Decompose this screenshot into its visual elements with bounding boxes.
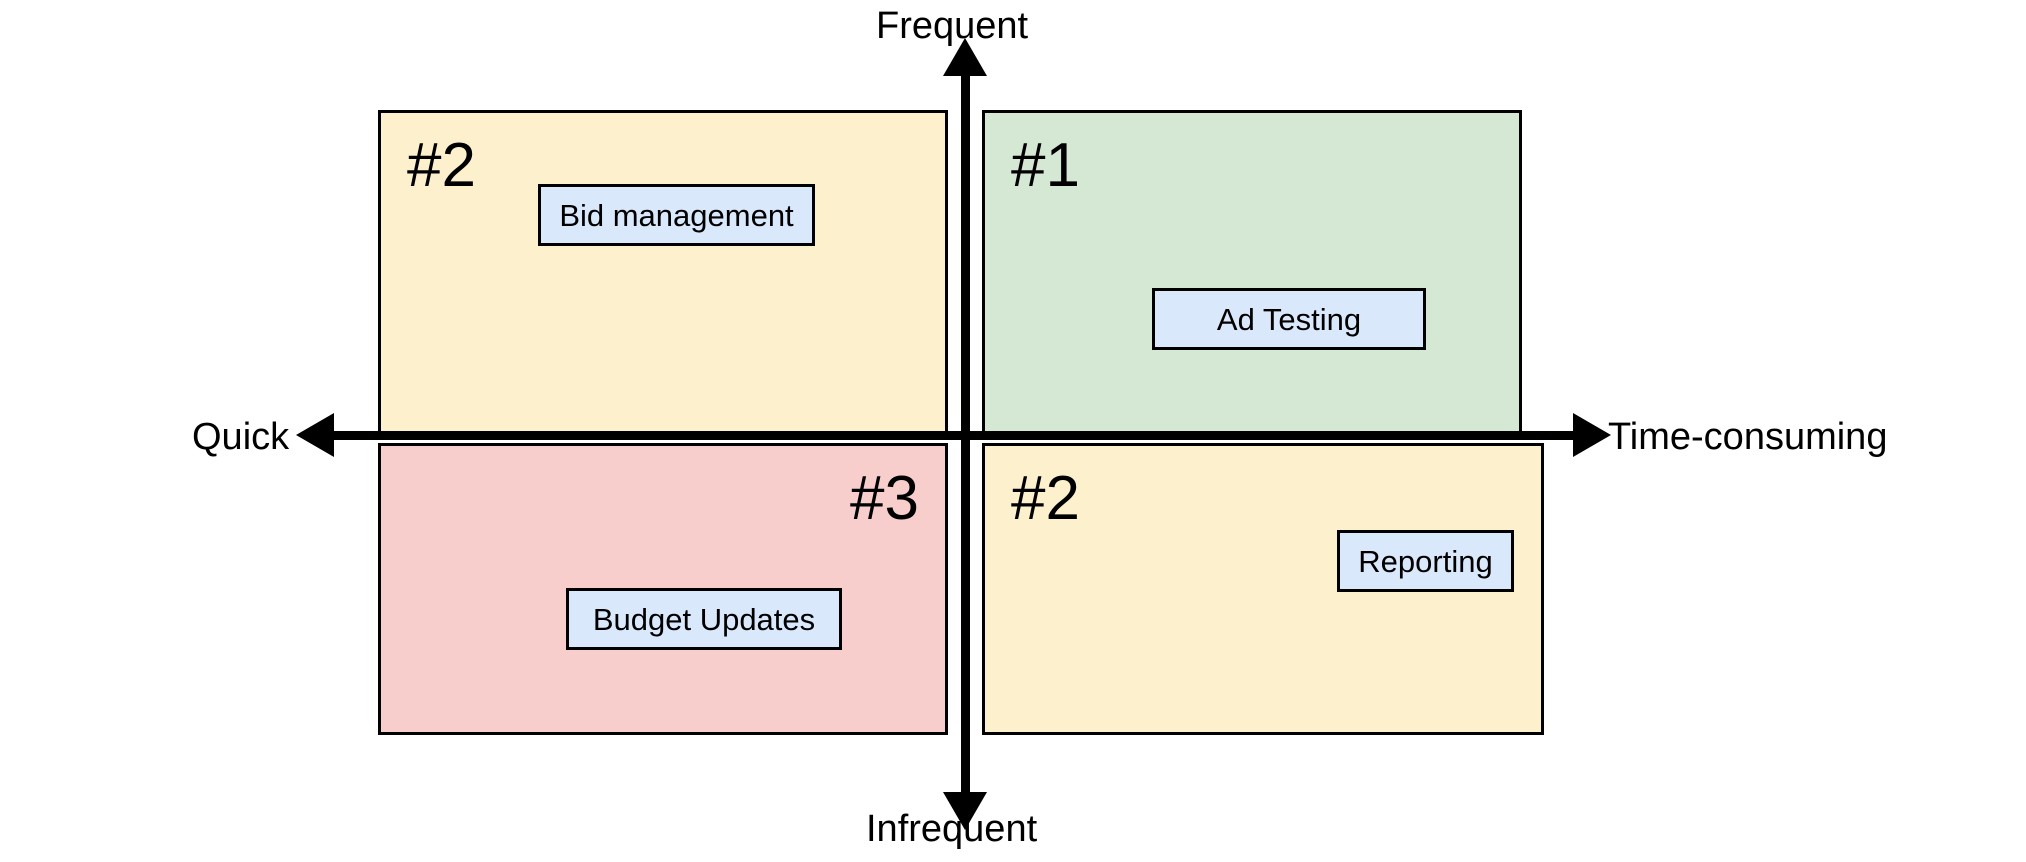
task-label: Budget Updates [592, 601, 816, 637]
task-box-bid-management[interactable]: Bid management [538, 184, 815, 246]
horizontal-axis-left-arrowhead [296, 413, 334, 457]
quadrant-rank-bottom-left: #3 [850, 464, 919, 533]
vertical-axis-up-arrowhead [943, 38, 987, 76]
axis-label-infrequent: Infrequent [866, 808, 1038, 850]
axis-label-frequent: Frequent [876, 5, 1029, 47]
vertical-axis-down-arrowhead [943, 792, 987, 830]
horizontal-axis-line [330, 431, 1575, 440]
task-box-budget-updates[interactable]: Budget Updates [566, 588, 842, 650]
axis-label-quick: Quick [192, 416, 290, 458]
quadrant-top-right[interactable]: #1 [982, 110, 1522, 435]
quadrant-rank-top-right: #1 [1011, 131, 1080, 200]
task-box-ad-testing[interactable]: Ad Testing [1152, 288, 1426, 350]
quadrant-rank-bottom-right: #2 [1011, 464, 1080, 533]
quadrant-top-left[interactable]: #2 [378, 110, 948, 435]
horizontal-axis-right-arrowhead [1573, 413, 1611, 457]
task-label: Bid management [559, 197, 794, 233]
task-label: Ad Testing [1216, 301, 1362, 337]
task-box-reporting[interactable]: Reporting [1337, 530, 1514, 592]
quadrant-rank-top-left: #2 [407, 131, 476, 200]
axis-label-time-consuming: Time-consuming [1608, 416, 1888, 458]
task-label: Reporting [1358, 543, 1493, 579]
